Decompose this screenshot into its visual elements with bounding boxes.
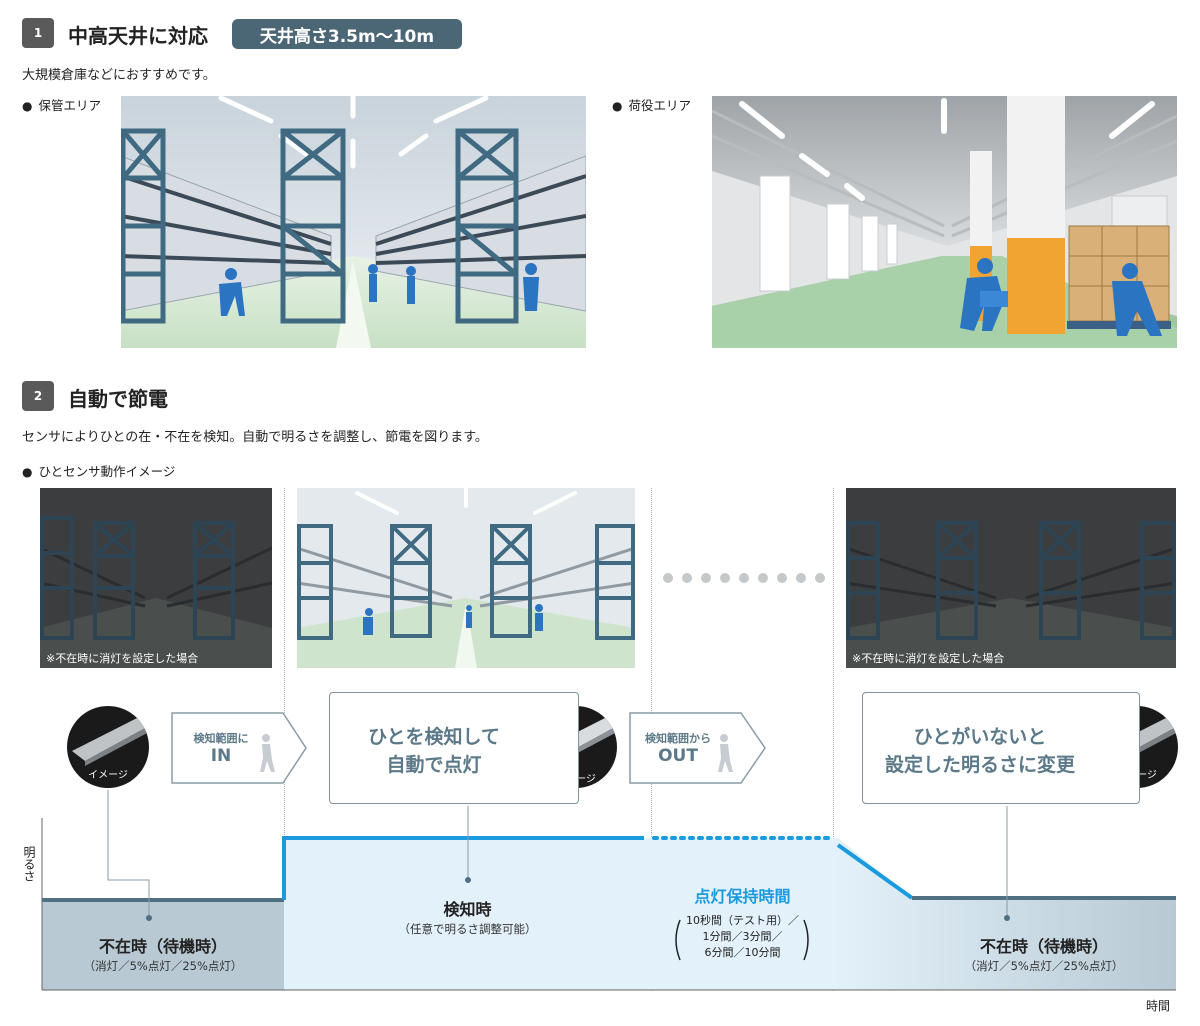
walking-person-icon [718, 734, 733, 772]
fade-line [836, 843, 914, 900]
phase-absent-left-title: 不在時（待機時） [98, 937, 227, 956]
phase-divider [833, 488, 834, 991]
phase-absent-right-title: 不在時（待機時） [979, 937, 1108, 956]
loading-area-illustration [712, 96, 1177, 348]
off-setting-note-left: ※不在時に消灯を設定した場合 [46, 652, 199, 665]
phase-hold-line3: 6分間／10分間 [704, 946, 781, 959]
hold-level-fill [651, 838, 834, 990]
paren-left [675, 919, 681, 961]
in-arrow-line2: IN [210, 746, 232, 766]
detect-line [282, 836, 644, 900]
image-tag: イメージ [88, 770, 128, 781]
section-number-badge: 1 [22, 18, 54, 48]
off-setting-note-right: ※不在時に消灯を設定した場合 [852, 652, 1005, 665]
phase-hold-title: 点灯保持時間 [694, 887, 791, 906]
dark-warehouse-image-left [40, 488, 272, 668]
section-number-badge-2: 2 [22, 381, 54, 411]
dark-warehouse-image-right [846, 488, 1176, 668]
out-arrow-line2: OUT [658, 746, 698, 766]
in-arrow-line1: 検知範囲に [193, 732, 249, 745]
lamp-fixture-icon [72, 718, 149, 766]
storage-area-illustration [121, 96, 586, 348]
absent-callout-line2: 設定した明るさに変更 [884, 754, 1075, 776]
section-description-2: センサによりひとの在・不在を検知。自動で明るさを調整し、節電を図ります。 [22, 430, 488, 445]
standby-level-fill-left [42, 900, 284, 990]
phase-absent-left-sub: （消灯／5%点灯／25%点灯） [83, 959, 243, 973]
phase-absent-right-sub: （消灯／5%点灯／25%点灯） [964, 959, 1124, 973]
time-passing-dots [663, 573, 825, 583]
lamp-thumbnail-1 [67, 706, 149, 788]
storage-area-label: 保管エリア [22, 95, 101, 114]
x-axis-label: 時間 [1146, 999, 1171, 1013]
section-title-2: 自動で節電 [68, 387, 168, 411]
absent-callout-line1: ひとがいないと [913, 726, 1047, 748]
phase-detect-sub: （任意で明るさ調整可能） [398, 922, 537, 936]
sensor-operation-label: ひとセンサ動作イメージ [22, 461, 175, 480]
phase-detect-title: 検知時 [443, 900, 492, 919]
lit-warehouse-image [297, 488, 635, 668]
leader-line [107, 790, 150, 918]
paren-right [803, 919, 809, 961]
y-axis-label: 明るさ [22, 846, 36, 882]
phase-hold-line1: 10秒間（テスト用）／ [686, 914, 799, 927]
absent-callout: ひとがいないと 設定した明るさに変更 [862, 692, 1140, 804]
out-arrow-line1: 検知範囲から [645, 732, 711, 745]
fade-level-fill [834, 838, 1176, 990]
phase-hold-line2: 1分間／3分間／ [702, 930, 783, 943]
in-arrow-shape [171, 712, 307, 784]
brightness-timeline-chart [41, 790, 1176, 991]
detect-callout-line1: ひとを検知して [368, 726, 500, 748]
detect-callout: ひとを検知して 自動で点灯 [329, 692, 579, 804]
walking-person-icon [260, 734, 275, 772]
out-arrow-shape [629, 712, 766, 784]
section-description: 大規模倉庫などにおすすめです。 [22, 68, 216, 83]
section-title: 中高天井に対応 [68, 24, 208, 48]
loading-area-label: 荷役エリア [612, 95, 691, 114]
phase-hold-options: 10秒間（テスト用）／ 1分間／3分間／ 6分間／10分間 [651, 913, 834, 961]
ceiling-height-pill: 天井高さ3.5m〜10m [232, 19, 462, 49]
detect-callout-line2: 自動で点灯 [386, 754, 482, 776]
